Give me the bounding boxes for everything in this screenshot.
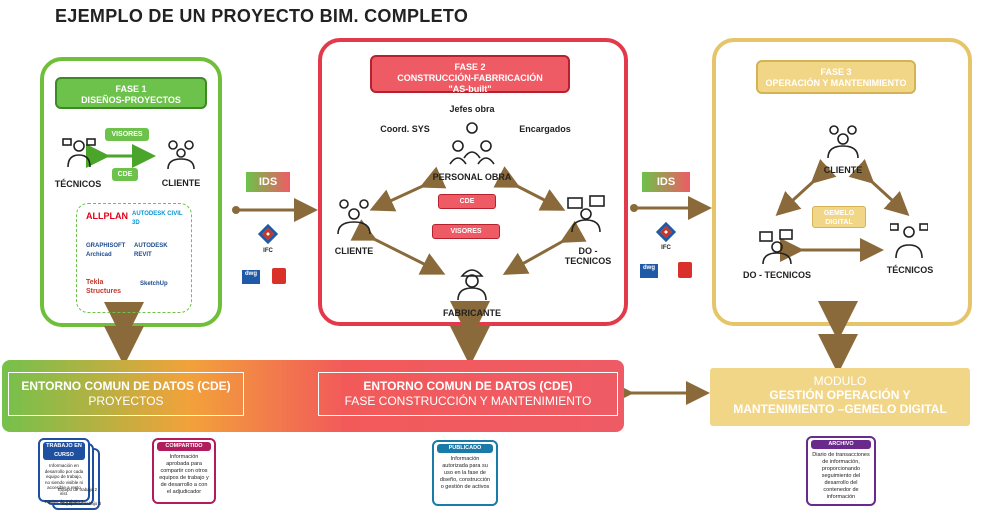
archivo-body: Diario de transacciones de información, … [812,452,870,500]
modulo-line1: MODULO [813,374,867,388]
archivo-card: ARCHIVO Diario de transacciones de infor… [806,436,876,506]
software-sketchup: SketchUp [140,281,168,287]
p3-cliente-icon [827,125,859,159]
connector-dot [232,206,240,214]
phase3-do-label: DO - TECNICOS [742,270,811,280]
trabajo-team1: Equipo de trabajo 1 [44,499,84,504]
trabajo-en-curso-card: TRABAJO EN CURSO Información en desarrol… [38,438,90,504]
compartido-header: COMPARTIDO [157,442,211,451]
ifc-label-right: IFC [661,245,671,251]
phase1-cliente-label: CLIENTE [161,178,201,188]
phase3-cliente-label: CLIENTE [823,165,863,175]
cde-construccion-box: ENTORNO COMUN DE DATOS (CDE) FASE CONSTR… [318,372,618,416]
phase2-do-line2: TECNICOS [564,256,612,266]
phase1-visores-tag: VISORES [105,128,149,141]
cliente-fabricante-arrow [350,219,446,275]
phase2-do-line1: DO - [578,246,598,256]
phase2-personal-label: PERSONAL OBRA [432,172,512,182]
gemelo-line1: GEMELO [823,210,855,217]
pdf-icon [272,268,286,284]
phase3-header: FASE 3 OPERACIÓN Y MANTENIMIENTO [756,60,916,94]
trabajo-team2: Equipo de trabajo 2 [58,487,98,492]
page-title: EJEMPLO DE UN PROYECTO BIM. COMPLETO [55,6,469,26]
ifc-icon [655,221,677,243]
dwg-icon: dwg [242,270,260,284]
publicado-body: Información autorizada para su uso en la… [439,456,491,490]
tecnicos-icon [62,138,96,168]
pdf-icon [678,262,692,278]
trabajo-header: TRABAJO EN CURSO [43,442,85,460]
p2-cliente-icon [337,199,371,235]
cde-proyectos-title: ENTORNO COMUN DE DATOS (CDE) [21,379,231,393]
trabajo-team3: Equipo de trabajo 3 [62,501,102,506]
phase2-cde-tag: CDE [438,194,496,209]
cde-proyectos-box: ENTORNO COMUN DE DATOS (CDE) PROYECTOS [8,372,244,416]
software-tekla: Tekla Structures [86,279,122,295]
ids-badge-left: IDS [246,172,290,192]
phase2-cliente-label: CLIENTE [334,246,374,256]
gemelo-line2: DIGITAL [825,219,853,226]
personal-do-arrow [493,166,566,211]
software-allplan: ALLPLAN [86,211,128,221]
phase2-do-label: DO - TECNICOS [560,246,616,266]
p3-do-tecnicos-icon [759,229,793,265]
personal-cliente-arrow [369,166,447,212]
gemelo-digital-tag: GEMELO DIGITAL [812,206,866,228]
phase2-fabricante-label: FABRICANTE [443,308,501,318]
cde-construccion-title: ENTORNO COMUN DE DATOS (CDE) [363,379,573,393]
publicado-header: PUBLICADO [437,444,493,453]
personal-obra-icon [449,122,495,165]
p3-tecnicos-icon [890,223,928,259]
phase1-cde-tag: CDE [112,168,138,181]
phase3-tecnicos-label: TÉCNICOS [886,265,934,275]
modulo-gemelo-box: MODULO GESTIÓN OPERACIÓN Y MANTENIMIENTO… [710,368,970,426]
phase2-encargados-label: Encargados [519,124,571,134]
dwg-icon: dwg [640,264,658,278]
phase2-header-line2: CONSTRUCCIÓN-FABRRICACIÓN [397,73,543,83]
phase2-header-line3: "AS-built" [448,84,492,94]
fabricante-icon [457,269,487,301]
publicado-card: PUBLICADO Información autorizada para su… [432,440,498,506]
software-revit: AUTODESK REVIT [134,243,168,258]
phase2-header-line1: FASE 2 [454,62,486,72]
software-archicad: GRAPHISOFT Archicad [86,243,126,258]
phase2-header: FASE 2 CONSTRUCCIÓN-FABRRICACIÓN "AS-bui… [370,55,570,94]
cde-construccion-subtitle: FASE CONSTRUCCIÓN Y MANTENIMIENTO [344,394,592,408]
phase1-header-line1: FASE 1 [115,84,147,94]
cliente-icon [167,140,195,170]
compartido-body: Información aprobada para compartir con … [159,454,209,495]
phase2-coord-label: Coord. SYS [380,124,430,134]
phase2-visores-tag: VISORES [432,224,500,239]
trabajo-body: Información en desarrollo por cada equip… [44,463,84,496]
ifc-icon [257,223,279,245]
ids-badge-right: IDS [642,172,690,192]
phase1-header: FASE 1 DISEÑOS-PROYECTOS [55,77,207,109]
p3-cliente-do-arrow [775,158,837,217]
phase3-header-line1: FASE 3 [820,67,852,77]
cde-proyectos-subtitle: PROYECTOS [88,394,164,408]
phase2-jefes-label: Jefes obra [449,104,495,114]
p2-do-tecnicos-icon [567,195,605,233]
do-fabricante-arrow [502,220,587,275]
modulo-line2: GESTIÓN OPERACIÓN Y [769,388,911,402]
p3-cliente-tec-arrow [848,158,910,217]
compartido-card: COMPARTIDO Información aprobada para com… [152,438,216,504]
connector-dot [630,204,638,212]
phase3-header-line2: OPERACIÓN Y MANTENIMIENTO [765,78,907,88]
modulo-line3: MANTENIMIENTO –GEMELO DIGITAL [733,402,947,416]
ifc-label-left: IFC [263,248,273,254]
software-civil3d: AUTODESK CIVIL 3D [132,211,183,226]
archivo-header: ARCHIVO [811,440,871,449]
phase1-header-line2: DISEÑOS-PROYECTOS [81,95,181,105]
phase1-tecnicos-label: TÉCNICOS [54,179,102,189]
software-panel [76,203,192,313]
